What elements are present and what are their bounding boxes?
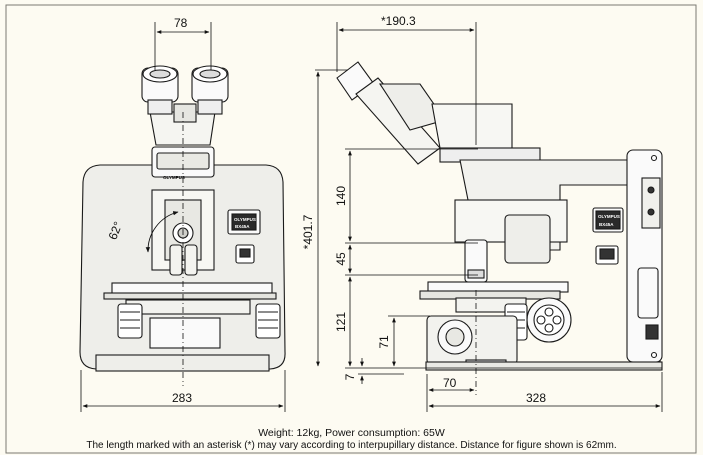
- spec-caption: Weight: 12kg, Power consumption: 65W: [258, 427, 445, 439]
- dim-stage-height: 71: [377, 335, 391, 349]
- dim-side-depth: 328: [526, 391, 546, 405]
- side-model-badge: BX45A: [599, 222, 614, 227]
- side-view: OLYMPUS BX45A: [336, 61, 663, 371]
- side-brand-badge: OLYMPUS: [598, 214, 620, 219]
- front-right-focus-knob: [255, 303, 281, 339]
- front-left-focus-knob: [117, 303, 143, 339]
- front-view: OLYMPUS OLYMPUS BX45A: [79, 65, 286, 372]
- side-eyepiece: [336, 61, 446, 165]
- front-brand-badge: OLYMPUS: [234, 217, 256, 222]
- dim-section-upper: 140: [334, 186, 348, 206]
- dim-base-height: 7: [343, 373, 357, 380]
- front-model-badge: BX45A: [235, 224, 250, 229]
- tilt-angle-label: 62°: [106, 219, 126, 241]
- front-dimensions: [80, 22, 286, 412]
- dim-front-width: 283: [172, 391, 192, 405]
- dim-base-offset: 70: [443, 376, 457, 390]
- side-dimensions: [315, 22, 663, 412]
- dim-section-lower: 121: [334, 312, 348, 332]
- dim-eyepiece-width: 78: [174, 16, 188, 30]
- side-head: [431, 103, 513, 149]
- note-caption: The length marked with an asterisk (*) m…: [86, 440, 617, 451]
- dim-total-height: *401.7: [301, 214, 315, 249]
- front-left-eyepiece: [141, 65, 179, 115]
- dim-eyepiece-offset: *190.3: [381, 14, 416, 28]
- front-brand-logo: OLYMPUS: [163, 175, 185, 180]
- dim-section-middle: 45: [334, 252, 348, 266]
- drawing-frame: [5, 4, 697, 454]
- front-right-eyepiece: [191, 65, 229, 115]
